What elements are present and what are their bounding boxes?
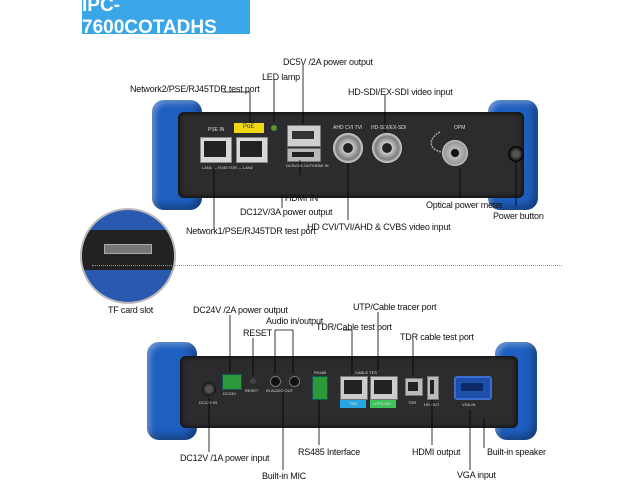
dc12v-in-text: DC12V IN (199, 400, 218, 405)
poe-tag: PoE (234, 123, 264, 133)
audio-out-jack[interactable] (289, 376, 300, 387)
label-led: LED lamp (262, 72, 300, 82)
label-hdmi-in: HDMI IN (285, 193, 319, 203)
opm-text: OPM (454, 125, 466, 131)
label-speaker: Built-in speaker (487, 447, 546, 457)
label-tdr-only: TDR cable test port (400, 332, 474, 342)
label-dc5v: DC5V /2A power output (283, 57, 373, 67)
lan-text: LAN1 — RJ45 TDR — LAN2 (202, 165, 254, 170)
lan2-port[interactable] (236, 137, 268, 163)
usb-port[interactable] (287, 125, 321, 147)
utp-tag-text: UTP/LINK (373, 401, 392, 406)
rs485-terminal[interactable] (312, 376, 328, 400)
vga-in-text: VGA IN (462, 402, 476, 407)
label-dc12v-1a: DC12V /1A power input (180, 453, 270, 463)
pse-in-text: PSE IN (208, 127, 225, 133)
tdr-cable-port[interactable] (340, 376, 368, 400)
tdr-tag-text: TDR (349, 401, 358, 406)
utp-green-tag: UTP/LINK (370, 400, 396, 408)
label-dc12v-3a: DC12V/3A power output (240, 207, 333, 217)
lan1-port[interactable] (200, 137, 232, 163)
label-network1: Network1/PSE/RJ45TDR test port (186, 226, 316, 236)
opm-port[interactable] (442, 140, 468, 166)
label-rs485: RS485 Interface (298, 447, 361, 457)
label-dc24v: DC24V /2A power output (193, 305, 288, 315)
label-optical: Optical power meter (426, 200, 503, 210)
label-utp: UTP/Cable tracer port (353, 302, 437, 312)
label-tf-card: TF card slot (108, 305, 154, 315)
tdr2-text: TDR (408, 400, 417, 405)
label-vga: VGA input (457, 470, 496, 480)
label-power-button: Power button (493, 211, 544, 221)
sdi-text: HD-SDI/EX-SDI (371, 125, 407, 131)
rs485-text: RS485 (314, 370, 327, 375)
poe-text: PoE (243, 124, 255, 130)
led-lamp (271, 125, 277, 131)
utp-port[interactable] (370, 376, 398, 400)
dc12v-in-jack[interactable] (202, 382, 216, 396)
hdmi-in-port[interactable] (287, 148, 321, 162)
sdi-bnc-port[interactable] (372, 133, 402, 163)
label-audio: Audio in/output (266, 316, 324, 326)
label-network2: Network2/PSE/RJ45TDR test port (130, 84, 260, 94)
ahd-text: AHD CVI TVI (333, 125, 363, 131)
cable-test-text: CABLE TEST (355, 370, 380, 375)
tdr-blue-tag: TDR (340, 400, 366, 408)
label-hdmi-out: HDMI output (412, 447, 461, 457)
label-hd-cvi: HD CVI/TVI/AHD & CVBS video input (307, 222, 451, 232)
section-divider (92, 265, 562, 266)
model-title: IPC-7600COTADHS (82, 0, 250, 38)
vga-port[interactable] (454, 376, 492, 400)
label-mic: Built-in MIC (262, 471, 307, 481)
label-reset: RESET (243, 328, 273, 338)
reset-button[interactable] (250, 378, 256, 384)
audio-in-jack[interactable] (270, 376, 281, 387)
dc24v-text: DC24V (223, 391, 236, 396)
label-tdr-cable: TDR/Cable test port (316, 322, 392, 332)
usb-hdmi-text: DC5V/2A OUT/HDMI IN (286, 163, 329, 168)
label-hd-sdi: HD-SDI/EX-SDI video input (348, 87, 453, 97)
dc24v-terminal[interactable] (222, 374, 242, 390)
cvi-bnc-port[interactable] (333, 133, 363, 163)
reset-text: RESET (245, 388, 259, 393)
power-button[interactable] (508, 146, 524, 162)
tdr-rj11-port[interactable] (405, 378, 423, 396)
hdmi-out-port[interactable] (427, 376, 439, 400)
audio-text: IN AUDIO OUT (266, 388, 294, 393)
tf-card-zoom (80, 208, 176, 304)
